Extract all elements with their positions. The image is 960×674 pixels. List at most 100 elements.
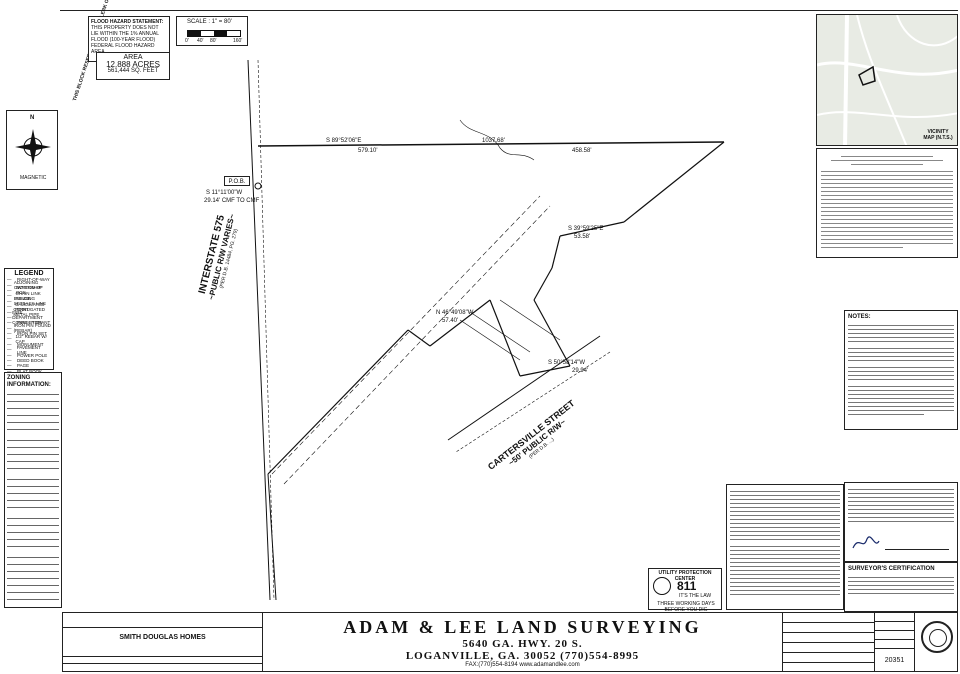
signature-line bbox=[885, 549, 949, 550]
legend-symbol-icon: — bbox=[7, 287, 12, 293]
notes-box: NOTES: bbox=[844, 310, 958, 430]
legend-item-label: RIGHT-OF-WAY bbox=[17, 277, 50, 283]
legend-item-label: BOTTOM OF BOX bbox=[16, 285, 43, 296]
legend-symbol-icon: — bbox=[7, 369, 17, 374]
field-notes-lines bbox=[730, 491, 840, 595]
legend-item: —PLAT BOOK bbox=[7, 369, 51, 374]
signature-scribble bbox=[852, 536, 880, 549]
company-fax: FAX:(770)554-8194 www.adamandlee.com bbox=[465, 662, 580, 668]
company-address1: 5640 GA. HWY. 20 S. bbox=[462, 638, 583, 650]
legend-symbol-icon: — bbox=[7, 347, 12, 353]
area-title: AREA bbox=[123, 54, 143, 61]
scale-tick-3: 160' bbox=[233, 38, 243, 44]
field-notes-box bbox=[726, 484, 844, 610]
area-box: AREA 12.888 ACRES 561,444 SQ. FEET bbox=[96, 52, 170, 80]
surveyor-cert-title: SURVEYOR'S CERTIFICATION bbox=[848, 566, 935, 572]
project-for: SMITH DOUGLAS HOMES bbox=[119, 634, 206, 641]
legend-box: LEGEND —RIGHT-OF-WAY—ADJOINING OWNERSHIP… bbox=[4, 268, 54, 387]
zoning-box: ZONING INFORMATION: bbox=[4, 372, 62, 608]
distance-north-west: 579.10' bbox=[358, 148, 378, 154]
sheet-top-border bbox=[60, 10, 958, 11]
legend-item: — POWER POLE bbox=[7, 352, 51, 358]
legend-item: —IRON PIN FOUND (REBAR) bbox=[7, 323, 51, 333]
legend-item-label: PAGE bbox=[17, 363, 30, 369]
legend-item-label: ADJOINING OWNERSHIP bbox=[13, 280, 42, 291]
notes-title: NOTES: bbox=[848, 314, 871, 320]
bearing-north-line: S 89°52'06"E bbox=[326, 138, 362, 144]
legend-symbol-icon: — bbox=[7, 293, 12, 299]
certification-lines bbox=[848, 489, 954, 522]
legend-symbol-icon: — bbox=[7, 314, 12, 320]
legend-item-label: CORRUGATED METAL PIPE bbox=[13, 307, 46, 318]
scale-tick-1: 40' bbox=[197, 38, 204, 44]
area-sqft: 561,444 SQ. FEET bbox=[107, 68, 159, 74]
surveyor-seal-icon bbox=[921, 621, 953, 653]
legend-item: —FIRE DEPARTMENT CONNECTION bbox=[7, 310, 51, 325]
legend-item: —FIRE HYDRANT bbox=[7, 320, 51, 325]
vicinity-map: VICINITY MAP (N.T.S.) bbox=[816, 14, 958, 146]
area-acres: 12.888 ACRES bbox=[106, 60, 160, 69]
utility-center-box: UTILITY PROTECTION CENTER 811 IT'S THE L… bbox=[648, 568, 722, 613]
legend-symbol-icon: — bbox=[7, 309, 12, 315]
surveyor-cert-box: SURVEYOR'S CERTIFICATION bbox=[844, 562, 958, 612]
distance-street: 29.94' bbox=[572, 368, 589, 374]
job-number: 20351 bbox=[884, 657, 905, 664]
utility-center-sub: IT'S THE LAW bbox=[679, 593, 712, 599]
legend-item-label: PAVEMENT LINE bbox=[16, 344, 41, 355]
north-label: N bbox=[30, 115, 35, 121]
distance-east-jog: 53.58' bbox=[574, 234, 591, 240]
legend-symbol-icon: — bbox=[7, 358, 12, 364]
bearing-east-jog: S 39°59'25"E bbox=[568, 226, 604, 232]
bearing-lot: N 46°49'08"W bbox=[436, 310, 474, 316]
legend-item: —MONUMENT bbox=[7, 342, 51, 347]
legend-item: —CHAIN LINK FENCE bbox=[7, 290, 51, 301]
utility-center-title: UTILITY PROTECTION CENTER bbox=[658, 570, 712, 582]
legal-description-lines bbox=[821, 156, 953, 248]
legend-item-label: FIRE DEPARTMENT CONNECTION bbox=[12, 309, 43, 325]
legend-symbol-icon: — bbox=[7, 363, 12, 369]
vicinity-map-roads bbox=[817, 15, 957, 145]
legend-item: — PAVEMENT LINE bbox=[7, 344, 51, 355]
pob-label: P.O.B. bbox=[224, 176, 250, 186]
company-cell: ADAM & LEE LAND SURVEYING 5640 GA. HWY. … bbox=[263, 613, 783, 671]
legend-item: —DEED BOOK bbox=[7, 358, 51, 363]
legend-item: —ADJOINING OWNERSHIP bbox=[7, 280, 51, 291]
flood-hazard-title: FLOOD HAZARD STATEMENT: bbox=[91, 19, 164, 25]
scale-box: SCALE : 1" = 80' 0' 40' 80' 160' bbox=[176, 16, 248, 46]
legend-item-label: BUILDING SETBACK LINE bbox=[13, 296, 47, 307]
legal-description-box bbox=[816, 148, 958, 258]
zoning-text-lines bbox=[7, 394, 59, 602]
scale-label: SCALE : 1" = 80' bbox=[187, 19, 232, 25]
company-address2: LOGANVILLE, GA. 30052 (770)554-8995 bbox=[405, 650, 640, 662]
legend-item-label: POWER POLE bbox=[17, 352, 48, 358]
legend-item-label: IRON PIN SET bbox=[17, 331, 48, 337]
legend-symbol-icon: — bbox=[7, 325, 12, 331]
legend-item: — PAGE bbox=[7, 363, 51, 368]
zoning-title: ZONING INFORMATION: bbox=[7, 375, 51, 388]
legend-symbol-icon: — bbox=[7, 298, 12, 304]
legend-symbol-icon: — bbox=[7, 341, 12, 347]
magnetic-label: MAGNETIC bbox=[20, 175, 47, 181]
seal-cell bbox=[915, 613, 959, 671]
811-icon bbox=[653, 577, 671, 595]
legend-symbol-icon: — bbox=[7, 331, 12, 337]
distance-north-east: 458.58' bbox=[572, 148, 592, 154]
legend-item: —RIGHT-OF-WAY bbox=[7, 277, 51, 282]
legend-item: — BOTTOM OF BOX bbox=[7, 285, 51, 296]
legend-item: — IRON PIN SET bbox=[7, 331, 51, 336]
legend-item: —CORRUGATED METAL PIPE bbox=[7, 307, 51, 318]
north-arrow-box: N MAGNETIC bbox=[6, 110, 58, 190]
distance-north-total: 1037.68' bbox=[482, 138, 505, 144]
legend-symbol-icon: — bbox=[7, 352, 12, 358]
legend-symbol-icon: — bbox=[7, 282, 12, 288]
certification-box bbox=[844, 482, 958, 562]
legend-title: LEGEND bbox=[14, 270, 44, 277]
company-name: ADAM & LEE LAND SURVEYING bbox=[343, 617, 702, 637]
legend-item: —BUILDING SETBACK LINE bbox=[7, 296, 51, 307]
legend-item-label: CHAIN LINK FENCE bbox=[15, 290, 41, 301]
scale-tick-2: 80' bbox=[210, 38, 217, 44]
legend-item: —CALCULATED POINT bbox=[7, 302, 51, 312]
bearing-pob: S 11°11'00"W bbox=[206, 190, 243, 196]
legend-symbol-icon: — bbox=[7, 336, 12, 342]
